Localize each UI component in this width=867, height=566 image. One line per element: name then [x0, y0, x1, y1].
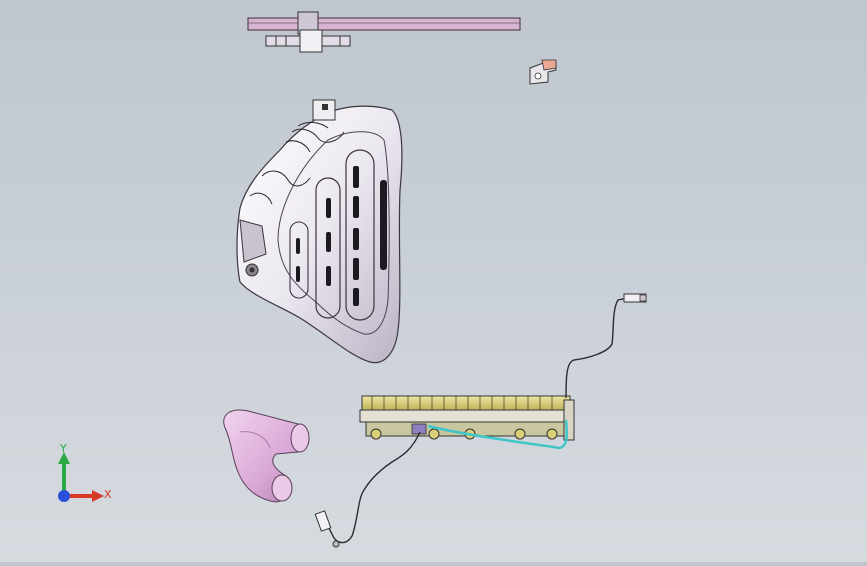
- radiator-fan-assembly[interactable]: [359, 395, 575, 450]
- top-bracket-rail[interactable]: [247, 11, 521, 53]
- bent-hose[interactable]: [223, 409, 310, 503]
- wire-connector-bottom[interactable]: [314, 510, 340, 548]
- small-clip-bracket[interactable]: [529, 59, 557, 85]
- wire-harness-line[interactable]: [323, 297, 629, 544]
- air-intake-housing[interactable]: [236, 99, 403, 364]
- cyan-pipe[interactable]: [427, 419, 568, 450]
- orientation-triad[interactable]: Y X: [58, 442, 112, 502]
- x-axis-label: X: [104, 488, 112, 501]
- x-axis-arrowhead: [92, 490, 104, 502]
- housing-wiring: [249, 121, 345, 205]
- y-axis-arrowhead: [58, 452, 70, 464]
- wire-connector-top[interactable]: [623, 293, 647, 303]
- housing-slots: [296, 166, 387, 306]
- z-axis-dot: [58, 490, 70, 502]
- y-axis-label: Y: [59, 442, 67, 455]
